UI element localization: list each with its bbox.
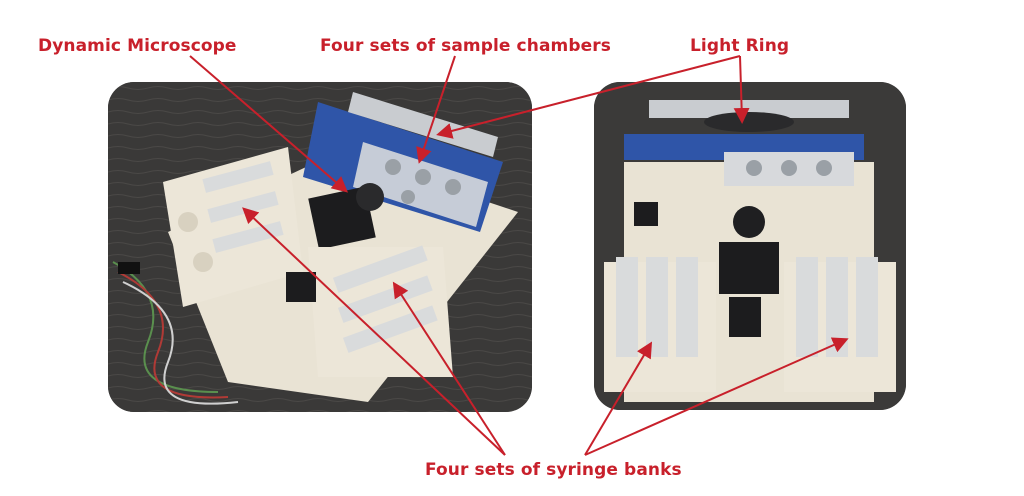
- arrow-syringe-3: [584, 341, 653, 456]
- arrow-syringe-2: [392, 281, 506, 456]
- arrow-sample-chambers: [416, 55, 456, 164]
- arrow-light-ring-right: [733, 55, 750, 124]
- arrow-light-ring-left: [436, 55, 741, 139]
- label-sample-chambers: Four sets of sample chambers: [320, 36, 611, 56]
- label-dynamic-microscope: Dynamic Microscope: [38, 36, 237, 56]
- left-photo: [108, 82, 532, 412]
- aluminum-bar: [348, 92, 498, 157]
- label-syringe-banks: Four sets of syringe banks: [425, 460, 682, 480]
- microscope-body: [719, 242, 779, 294]
- arrow-microscope: [189, 55, 349, 193]
- arrow-syringe-1: [242, 207, 506, 456]
- left-photo-illustration: [108, 82, 532, 412]
- label-light-ring: Light Ring: [690, 36, 790, 56]
- arrow-syringe-4: [584, 337, 849, 456]
